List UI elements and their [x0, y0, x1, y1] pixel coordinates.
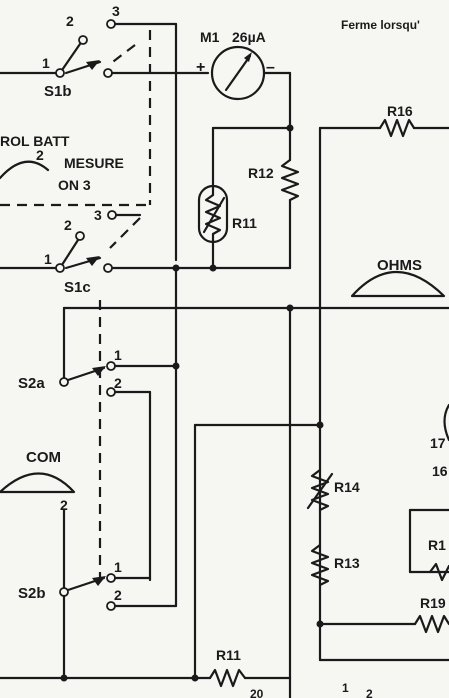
ctrl-batt-num: 2 [36, 147, 44, 163]
resistor-chain-r13-r14 [193, 421, 334, 680]
com-label: COM [26, 449, 61, 466]
com-num: 2 [60, 497, 68, 513]
s1c-name: S1c [64, 279, 91, 296]
com-jack [0, 472, 76, 494]
resistor-r16 [318, 118, 449, 662]
meter-m1 [210, 45, 292, 130]
on3-label: ON 3 [58, 177, 91, 193]
s2b-name: S2b [18, 585, 46, 602]
bottom-num-1: 1 [342, 681, 349, 695]
switch-s2a [59, 266, 180, 608]
meter-minus: – [266, 59, 275, 76]
s1c-pos2-label: 2 [64, 217, 72, 233]
ctrl-batt-jack [0, 160, 50, 180]
bottom-num-2: 2 [366, 687, 373, 698]
meter-plus: + [196, 59, 205, 76]
note-text: Ferme lorsqu' [341, 18, 420, 32]
r1-partial-label: R1 [428, 537, 446, 553]
meter-shunt-network [106, 124, 300, 272]
r12-label: R12 [248, 165, 274, 181]
r13-label: R13 [334, 555, 360, 571]
right-network [318, 403, 449, 662]
pin-16-label: 16 [432, 463, 448, 479]
s2a-pos1-label: 1 [114, 347, 122, 363]
switch-s1b [0, 19, 210, 262]
ohms-jack [350, 271, 446, 298]
r14-label: R14 [334, 479, 360, 495]
s1c-pos3-label: 3 [94, 207, 102, 223]
switch-s2b [59, 508, 178, 680]
pin-17-label: 17 [430, 435, 446, 451]
s2b-pos1-label: 1 [114, 559, 122, 575]
s2a-name: S2a [18, 375, 45, 392]
meter-name: M1 [200, 29, 220, 45]
resistor-r11-bottom [0, 668, 292, 688]
s1b-name: S1b [44, 83, 72, 100]
meter-rating: 26µA [232, 29, 266, 45]
s2b-pos2-label: 2 [114, 587, 122, 603]
switch-s1c [0, 210, 142, 273]
s1b-pos3-label: 3 [112, 3, 120, 19]
s1b-pos1-label: 1 [42, 55, 50, 71]
s1b-pos2-label: 2 [66, 13, 74, 29]
r19-label: R19 [420, 595, 446, 611]
r11-bottom-label: R11 [216, 647, 241, 663]
ohms-label: OHMS [377, 257, 422, 274]
s1c-pos1-label: 1 [44, 251, 52, 267]
mesure-label: MESURE [64, 155, 124, 171]
r11-label: R11 [232, 215, 257, 231]
s2a-pos2-label: 2 [114, 375, 122, 391]
bottom-num-20: 20 [250, 687, 264, 698]
ctrl-batt-label: ROL BATT [0, 133, 70, 149]
r16-label: R16 [387, 103, 413, 119]
